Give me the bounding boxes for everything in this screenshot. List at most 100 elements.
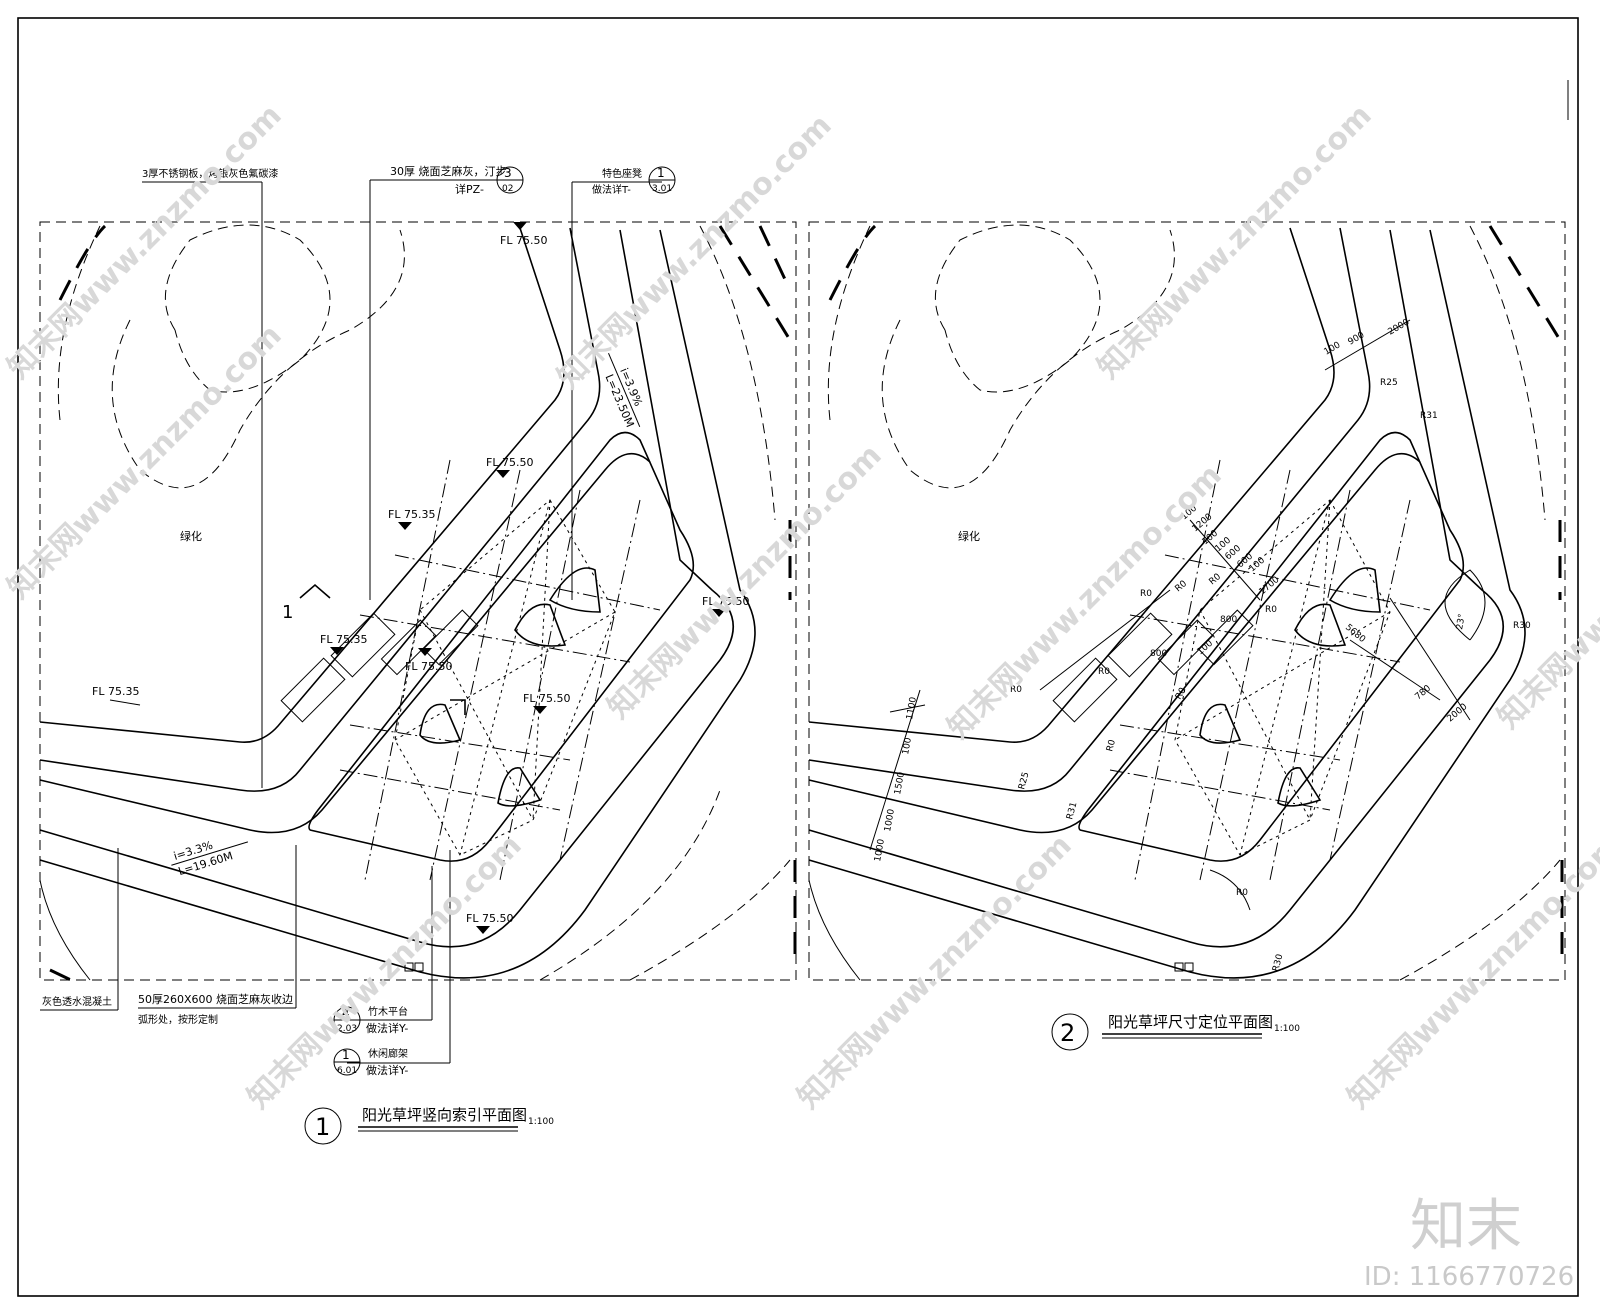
- contour-line: [699, 225, 776, 521]
- elevation-marker: FL 75.50: [702, 595, 749, 617]
- section-mark-arrow: [450, 699, 466, 715]
- axis-line: [1129, 614, 1401, 663]
- contour-line: [539, 789, 721, 981]
- axis-line: [499, 489, 581, 881]
- contour-line: [57, 225, 101, 421]
- detail-circle-bottom: 2.03: [337, 1024, 357, 1034]
- dimension-label: R30: [1513, 621, 1531, 631]
- callout-steel-plate: 3厚不锈钢板，烤银灰色氟碳漆: [142, 167, 278, 180]
- svg-text:FL 75.50: FL 75.50: [466, 912, 513, 925]
- dimension-label: 100: [901, 737, 914, 756]
- detail-circle-top: 1: [657, 166, 665, 180]
- elevation-marker: FL 75.35: [320, 633, 367, 655]
- svg-text:知末网www.znzmo.com: 知末网www.znzmo.com: [941, 458, 1229, 746]
- dimension-label: 23°: [1455, 613, 1468, 630]
- path-edge: [808, 452, 1421, 834]
- dimension-label: 900: [1347, 330, 1367, 347]
- axis-line: [339, 769, 561, 811]
- axis-line: [1164, 554, 1431, 611]
- path-edge: [39, 452, 651, 834]
- callout-platform-ref: 做法详Y-: [366, 1021, 408, 1035]
- dimension-label: 800: [1220, 615, 1237, 625]
- dimension-label: R0: [1105, 738, 1118, 752]
- bench-block: [1157, 619, 1214, 676]
- callout-curb: 50厚260X600 烧面芝麻灰收边: [138, 992, 293, 1006]
- callout-bench-ref: 做法详T-: [592, 183, 631, 196]
- pergola-unit: [548, 567, 601, 613]
- dimension-label: 1500: [893, 771, 907, 796]
- contour-line: [1399, 859, 1561, 981]
- detail-circle-bottom: 6.01: [337, 1066, 357, 1076]
- marker-square: [404, 962, 414, 972]
- elevation-marker: FL 75.50: [486, 456, 533, 478]
- road-edge: [39, 879, 91, 981]
- pergola-unit: [1199, 703, 1242, 744]
- svg-text:FL 75.50: FL 75.50: [500, 234, 547, 247]
- contour-line: [934, 224, 1101, 393]
- callout-platform: 竹木平台: [368, 1005, 408, 1018]
- pergola-layout: [394, 499, 616, 856]
- contour-line: [1488, 225, 1562, 341]
- bench-block: [1197, 609, 1254, 666]
- dimension-label: R0: [1208, 572, 1224, 588]
- sheet-border: [17, 17, 1579, 1297]
- dimension-label: 100: [1196, 638, 1216, 657]
- corner-arc: [1209, 869, 1251, 911]
- elevation-marker: FL 75.50: [405, 648, 452, 673]
- svg-text:FL 75.35: FL 75.35: [92, 685, 139, 698]
- dimension-label: R0: [1140, 589, 1152, 599]
- path-edge: [39, 227, 601, 792]
- callout-stepping-ref: 详PZ-: [455, 182, 484, 196]
- contour-line: [49, 968, 76, 984]
- axis-line: [394, 554, 661, 611]
- right-plan-title: 2 阳光草坪尺寸定位平面图 1:100: [1051, 1013, 1300, 1051]
- axis-line: [429, 469, 521, 881]
- axis-line: [359, 614, 631, 663]
- bench-block: [1052, 657, 1118, 723]
- dimension-label: 100: [1323, 340, 1343, 357]
- lawn-edge: [808, 227, 1335, 743]
- pergola-unit: [514, 603, 567, 647]
- pergola-unit: [419, 703, 462, 744]
- svg-text:知末网www.znzmo.com: 知末网www.znzmo.com: [1341, 828, 1600, 1116]
- left-plan-title: 1 阳光草坪竖向索引平面图 1:100: [304, 1106, 554, 1145]
- dimension-label: 2000: [1387, 317, 1412, 337]
- dimension-label: 1100: [905, 696, 919, 721]
- svg-text:FL 75.50: FL 75.50: [486, 456, 533, 469]
- svg-text:FL 75.35: FL 75.35: [388, 508, 435, 521]
- axis-line: [559, 499, 641, 861]
- detail-circle-top: 4: [342, 1006, 350, 1020]
- elevation-marker: FL 75.50: [500, 222, 547, 247]
- road-edge: [39, 229, 756, 979]
- left-plan-boundary: [39, 221, 797, 981]
- dimension-label: R0: [1098, 667, 1110, 677]
- axis-line: [1119, 724, 1341, 761]
- contour-line: [164, 224, 331, 393]
- dimension-line: [1389, 597, 1471, 721]
- green-area-label: 绿化: [180, 529, 202, 543]
- dimension-label: 800: [1150, 649, 1167, 659]
- dimension-label: R0: [1010, 685, 1022, 695]
- axis-line: [1109, 769, 1331, 811]
- svg-text:1:100: 1:100: [528, 1117, 554, 1127]
- svg-text:知末网www.znzmo.com: 知末网www.znzmo.com: [1491, 448, 1600, 736]
- detail-circle-bottom: 3.01: [652, 184, 672, 194]
- contour-line: [828, 224, 877, 301]
- callout-bench: 特色座凳: [602, 167, 642, 180]
- contour-line: [718, 225, 792, 341]
- dimension-label: R0: [1174, 579, 1190, 595]
- inner-lawn-edge: [1078, 431, 1465, 862]
- dimension-label: 2000: [1446, 702, 1470, 725]
- dimension-line: [889, 704, 926, 713]
- bench-block: [422, 609, 479, 666]
- elevation-marker: FL 75.35: [388, 508, 435, 530]
- pergola-unit: [497, 767, 542, 807]
- green-area-label: 绿化: [958, 529, 980, 543]
- dimension-line: [1324, 319, 1411, 371]
- axis-line: [349, 724, 571, 761]
- dimension-label: R25: [1017, 771, 1031, 791]
- section-mark-arrow: [299, 583, 331, 599]
- section-mark-label: 1: [282, 602, 293, 623]
- contour-line: [827, 225, 871, 421]
